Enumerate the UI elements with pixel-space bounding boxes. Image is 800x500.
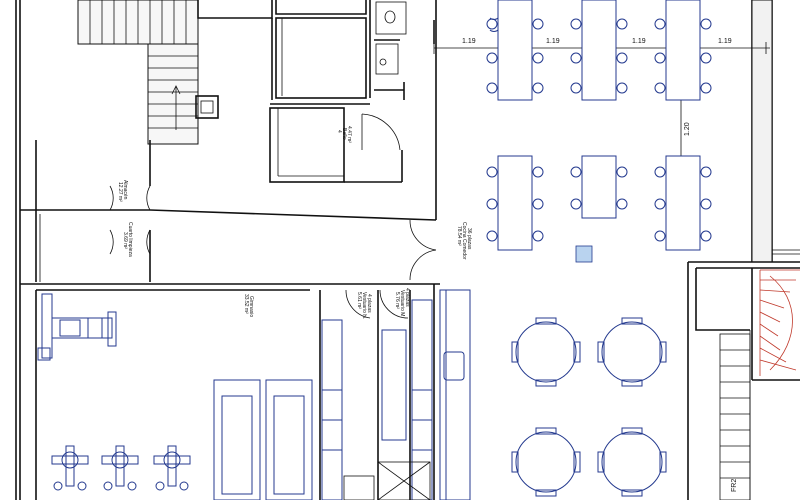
interior-walls	[20, 0, 800, 500]
room-level: 4 plazas	[404, 288, 410, 307]
room-area: 4.47 m²	[346, 126, 352, 143]
column-marker	[575, 245, 593, 263]
table	[581, 0, 617, 101]
room-name: Vestuario H.	[361, 292, 367, 319]
table	[665, 155, 701, 251]
dimension-label: 1.19	[462, 38, 476, 45]
right-slats	[719, 333, 751, 500]
round-table	[511, 317, 581, 387]
room-area: 78.54 m²	[456, 226, 462, 246]
round-table	[597, 317, 667, 387]
dimension-label: 1.19	[718, 38, 732, 45]
room-level: 4 plazas	[366, 294, 372, 313]
dimension-label: 1.19	[546, 38, 560, 45]
room-area: 12.27 m²	[117, 182, 123, 202]
room-area: 5.61 m²	[356, 292, 362, 309]
room-name: Almacén	[122, 180, 128, 200]
staircase-top-left	[77, 0, 219, 145]
room-name: Cuarto limpieza	[127, 222, 133, 257]
room-labels: 4 Baño 4.47 m² Almacén 12.27 m² Cuarto l…	[117, 126, 738, 492]
round-table	[597, 427, 667, 497]
gym-equipment	[37, 293, 313, 500]
dimension-label: 1.19	[632, 38, 646, 45]
room-area: 33.52 m²	[243, 294, 249, 314]
room-area: 5.76 m²	[394, 292, 400, 309]
exercise-bike	[51, 445, 89, 491]
table	[497, 0, 533, 101]
fr-label: FR2	[731, 479, 738, 492]
room-name: Baño	[341, 128, 347, 140]
exercise-bike	[153, 445, 191, 491]
room-name: Vestuario M.	[399, 290, 405, 318]
dining-tables	[486, 0, 712, 263]
table	[497, 155, 533, 251]
room-number: 4	[336, 130, 342, 133]
room-level: 36 plazas	[466, 228, 472, 250]
exercise-bike	[101, 445, 139, 491]
round-tables	[511, 317, 667, 497]
table	[581, 155, 617, 219]
table	[665, 0, 701, 101]
kitchen-counter	[321, 289, 471, 500]
exterior-walls	[15, 0, 800, 500]
room-name: Cocina Comedor	[461, 222, 467, 260]
room-area: 3.69 m²	[122, 232, 128, 249]
dimension-label: 1.20	[684, 122, 691, 136]
round-table	[511, 427, 581, 497]
red-staircase	[759, 269, 800, 376]
room-name: Gimnasio	[248, 296, 254, 317]
